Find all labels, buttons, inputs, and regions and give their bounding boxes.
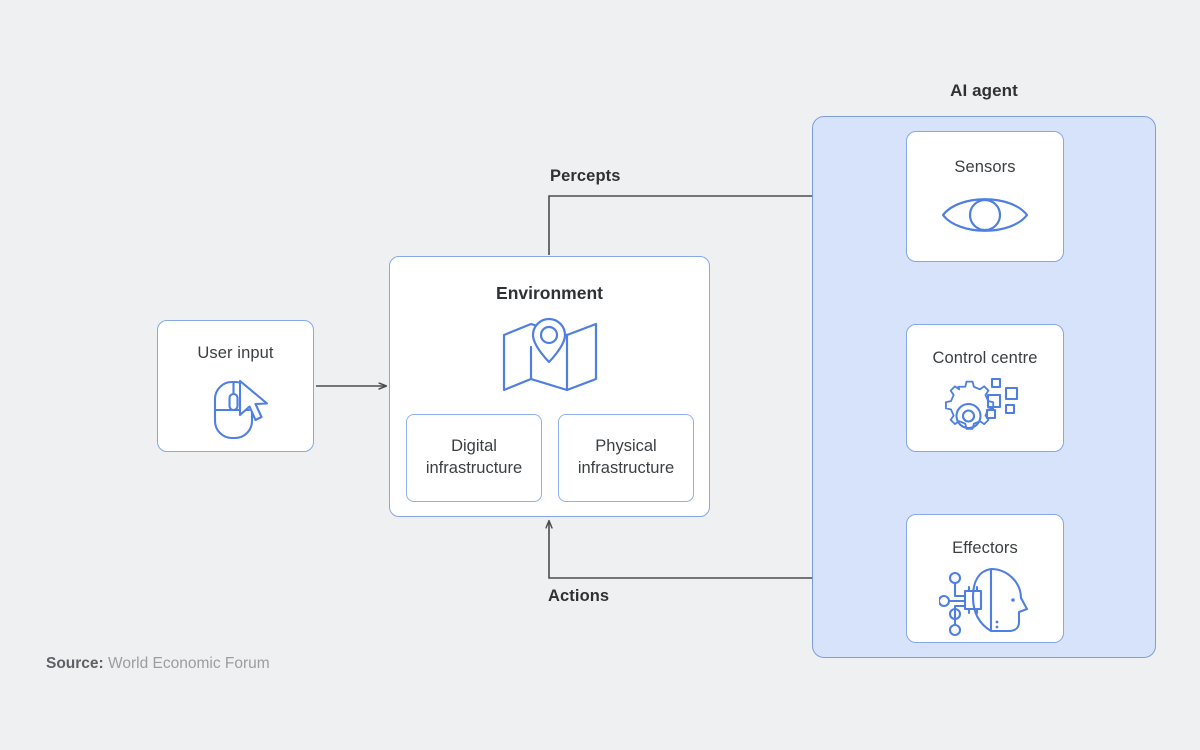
source-attribution: Source: World Economic Forum	[46, 655, 270, 673]
sensors-label: Sensors	[954, 158, 1016, 176]
effectors-card[interactable]: Effectors	[906, 514, 1064, 643]
control-centre-label: Control centre	[932, 349, 1038, 367]
percepts-label: Percepts	[550, 167, 621, 185]
physical-line-1: Physical	[595, 437, 657, 456]
environment-title: Environment	[496, 283, 603, 303]
user-input-card[interactable]: User input	[157, 320, 314, 452]
agent-panel-title: AI agent	[950, 81, 1018, 100]
digital-line-2: infrastructure	[425, 459, 523, 477]
control-centre-card[interactable]: Control centre	[906, 324, 1064, 452]
user-input-label: User input	[197, 344, 274, 362]
source-name: World Economic Forum	[108, 655, 270, 672]
map-pin-icon	[390, 315, 709, 401]
sensors-card[interactable]: Sensors	[906, 131, 1064, 262]
sub-box-physical-infrastructure[interactable]: Physical infrastructure	[558, 414, 694, 502]
ai-head-circuit-icon	[907, 565, 1063, 637]
source-prefix: Source:	[46, 655, 104, 672]
eye-icon	[907, 188, 1063, 242]
environment-card[interactable]: Environment Digital infrastructure Physi…	[389, 256, 710, 517]
arrow-percepts	[548, 196, 903, 255]
gear-pixels-icon	[907, 377, 1063, 445]
actions-label: Actions	[548, 587, 610, 605]
effectors-label: Effectors	[952, 539, 1018, 557]
arrow-actions	[549, 521, 904, 579]
sub-box-digital-infrastructure[interactable]: Digital infrastructure	[406, 414, 542, 502]
physical-line-2: infrastructure	[577, 459, 675, 477]
digital-line-1: Digital	[451, 437, 497, 456]
mouse-cursor-icon	[158, 373, 313, 441]
